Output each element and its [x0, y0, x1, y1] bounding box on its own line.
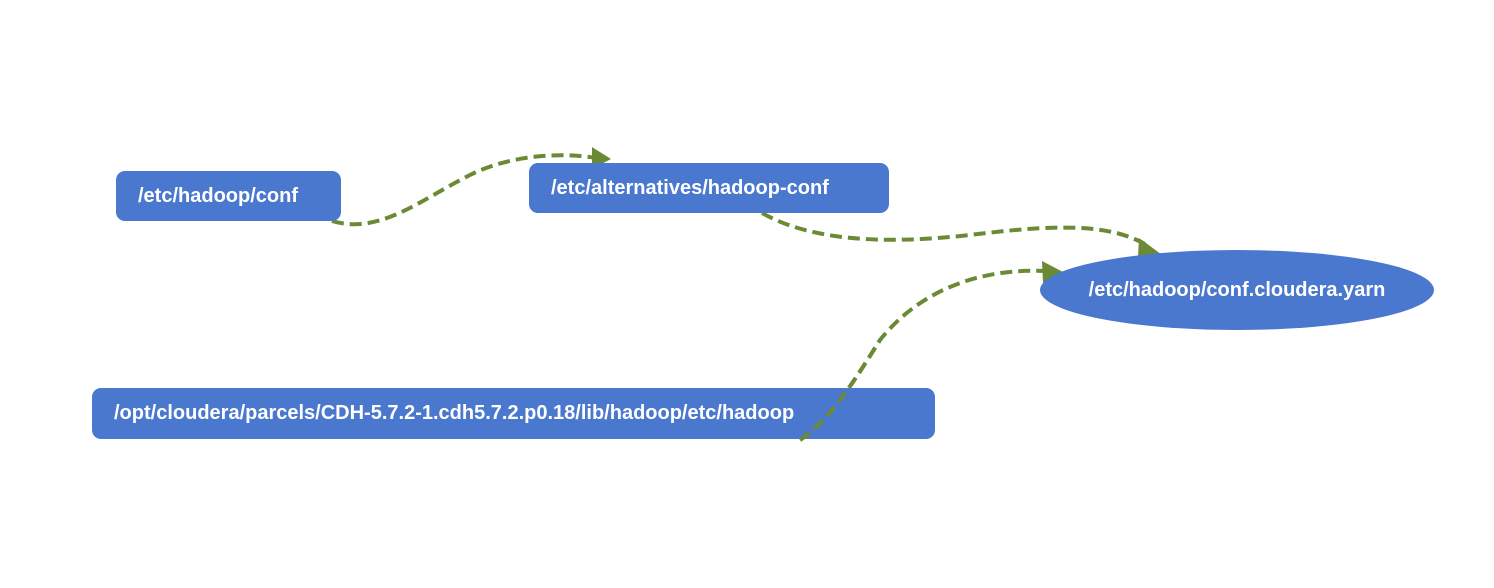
edge-alternatives-to-yarn: [761, 211, 1150, 248]
node-label: /etc/hadoop/conf: [138, 184, 298, 207]
node-label: /opt/cloudera/parcels/CDH-5.7.2-1.cdh5.7…: [114, 402, 795, 424]
node-label: /etc/hadoop/conf.cloudera.yarn: [1088, 278, 1386, 301]
node-etc-alternatives-hadoop-conf: /etc/alternatives/hadoop-conf: [529, 163, 889, 213]
node-etc-hadoop-conf: /etc/hadoop/conf: [116, 171, 341, 221]
node-etc-hadoop-conf-cloudera-yarn: /etc/hadoop/conf.cloudera.yarn: [1040, 250, 1434, 330]
node-opt-cloudera-parcels-hadoop: /opt/cloudera/parcels/CDH-5.7.2-1.cdh5.7…: [92, 388, 935, 439]
node-label: /etc/alternatives/hadoop-conf: [551, 176, 829, 199]
